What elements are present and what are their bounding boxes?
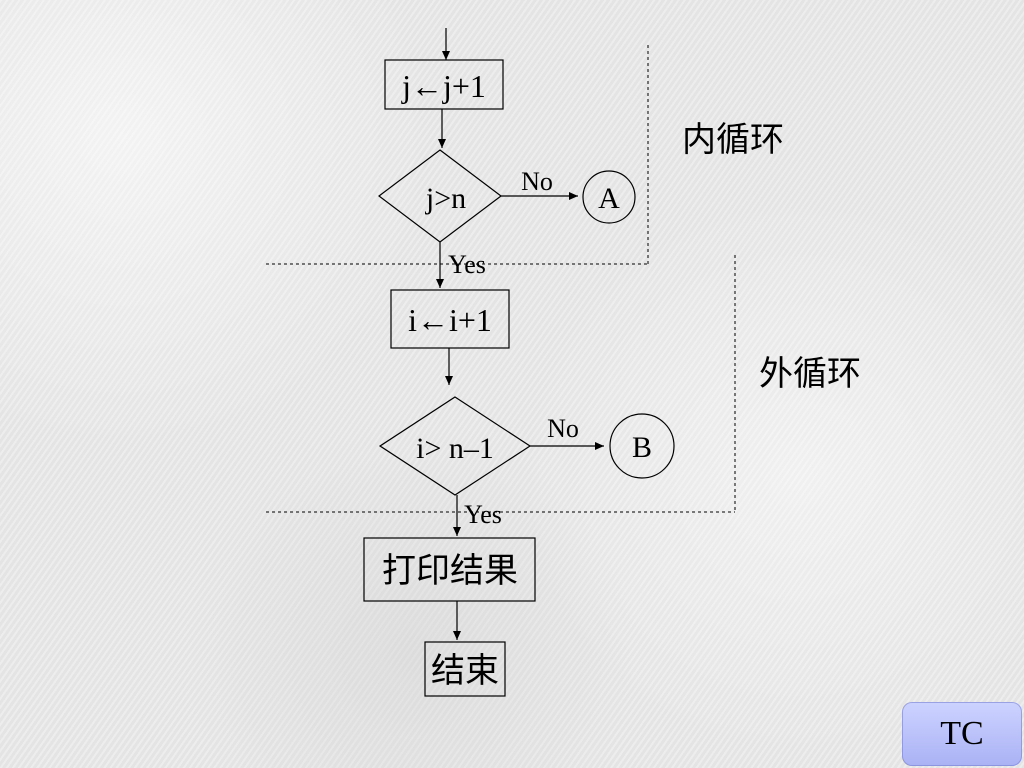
test-i-diamond (378, 396, 532, 496)
print-result-box (363, 537, 536, 602)
end-label: 结束 (431, 652, 499, 690)
test-i-label: i> n–1 (416, 432, 494, 465)
outer-loop-label: 外循环 (759, 355, 861, 393)
tc-badge[interactable]: TC (902, 702, 1022, 766)
connector-a-circle (582, 170, 636, 224)
print-result-label: 打印结果 (382, 552, 518, 590)
tc-badge-label: TC (940, 715, 984, 752)
inc-j-label: j←j+1 (401, 68, 486, 104)
test-i-no-label: No (547, 414, 579, 443)
test-j-label: j>n (425, 182, 466, 215)
test-j-yes-label: Yes (448, 250, 486, 279)
connector-b-label: B (632, 431, 652, 464)
inc-j-box (384, 59, 504, 110)
test-i-yes-label: Yes (464, 500, 502, 529)
test-j-no-label: No (521, 167, 553, 196)
inc-i-box (390, 289, 510, 349)
inner-loop-label: 内循环 (682, 121, 784, 159)
inc-i-label: i←i+1 (408, 302, 492, 338)
end-box (424, 641, 506, 697)
connector-b-circle (609, 413, 675, 479)
connector-a-label: A (598, 182, 620, 215)
